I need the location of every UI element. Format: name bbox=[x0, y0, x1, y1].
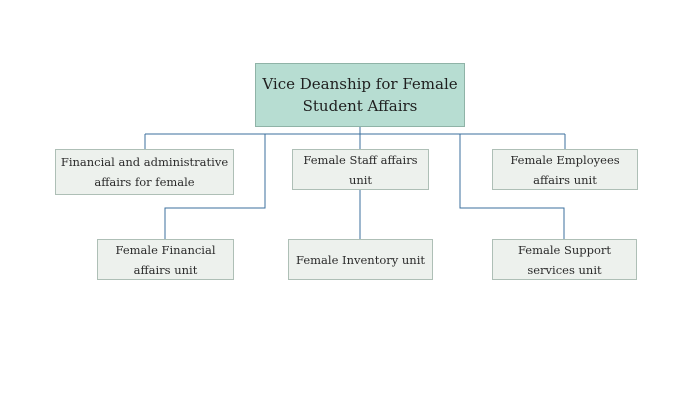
node-label: Financial and administrative affairs for… bbox=[60, 155, 229, 189]
node-staff-affairs-unit: Female Staff affairs unit bbox=[292, 149, 429, 190]
node-financial-affairs-unit: Female Financial affairs unit bbox=[97, 239, 234, 280]
node-financial-admin-affairs: Financial and administrative affairs for… bbox=[55, 149, 234, 195]
node-support-services-unit: Female Support services unit bbox=[492, 239, 637, 280]
node-label: Female Financial affairs unit bbox=[115, 242, 216, 277]
node-label: Female Staff affairs unit bbox=[303, 152, 418, 187]
node-label: Female Employees affairs unit bbox=[510, 152, 620, 187]
node-label: Female Inventory unit bbox=[295, 252, 426, 267]
connector-to-financial-affairs bbox=[164, 134, 266, 239]
node-label: Female Support services unit bbox=[517, 242, 612, 277]
root-node-vice-deanship: Vice Deanship for Female Student Affairs bbox=[255, 63, 465, 127]
connector-to-support-services bbox=[459, 134, 565, 239]
root-node-label: Vice Deanship for Female Student Affairs bbox=[262, 75, 458, 115]
node-employees-affairs-unit: Female Employees affairs unit bbox=[492, 149, 638, 190]
node-inventory-unit: Female Inventory unit bbox=[288, 239, 433, 280]
